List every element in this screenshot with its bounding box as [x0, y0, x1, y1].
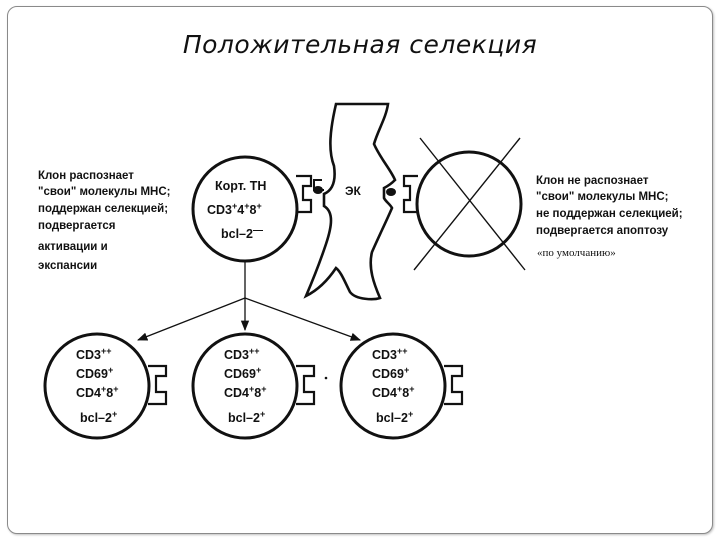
parent-cell-type: Корт. ТН: [215, 179, 266, 193]
parent-cell-membrane: [191, 155, 299, 263]
left-caption-line: подвергается: [38, 220, 115, 232]
tcr-receptor: [296, 364, 316, 406]
cross-line: [413, 137, 521, 271]
epithelial-cell: ЭК: [303, 102, 397, 301]
left-caption-line: "свои" молекулы МНС;: [38, 186, 171, 198]
marker-bcl2: bcl–2+: [228, 409, 265, 425]
left-caption-line: экспансии: [38, 260, 97, 272]
marker-bcl2: bcl–2+: [80, 409, 117, 425]
marker-cd3: CD3++: [76, 346, 112, 362]
left-caption-line: поддержан селекцией;: [38, 203, 168, 215]
right-caption-line: подвергается апоптозу: [536, 225, 669, 237]
tcr-receptor: [296, 174, 313, 214]
stray-dot: [324, 376, 328, 380]
daughter-cell: CD3++ CD69+ CD4+8+ bcl–2+: [191, 332, 316, 440]
marker-cd3: CD3++: [224, 346, 260, 362]
slide-frame: [7, 6, 713, 534]
rejected-cell-membrane: [415, 150, 523, 258]
right-caption: Клон не распознает "свои" молекулы МНС; …: [536, 175, 683, 259]
daughter-cell-membrane: [43, 332, 151, 440]
daughter-cell-membrane: [191, 332, 299, 440]
arrow-right: [244, 297, 361, 341]
marker-cd69: CD69+: [76, 365, 113, 381]
daughter-cell-membrane: [339, 332, 447, 440]
arrow-left: [137, 297, 246, 341]
default-note: «по умолчанию»: [537, 247, 616, 259]
marker-cd69: CD69+: [224, 365, 261, 381]
left-caption-line: Клон распознает: [38, 170, 134, 182]
marker-cd3: CD3++: [372, 346, 408, 362]
rejected-cell: [402, 137, 526, 271]
marker-cd69: CD69+: [372, 365, 409, 381]
parent-cell-bcl2: bcl–2—: [221, 225, 263, 241]
marker-cd4-cd8: CD4+8+: [372, 384, 415, 400]
slide-title: Положительная селекция: [182, 30, 538, 59]
right-caption-line: не поддержан селекцией;: [536, 208, 683, 220]
left-caption: Клон распознает "свои" молекулы МНС; под…: [38, 170, 171, 272]
parent-cell: Корт. ТН CD3+4+8+ bcl–2—: [191, 155, 313, 263]
right-caption-line: Клон не распознает: [536, 175, 649, 187]
peptide-dot-left: [313, 186, 323, 194]
marker-cd4-cd8: CD4+8+: [224, 384, 267, 400]
peptide-dot-right: [386, 188, 396, 196]
daughter-cell: CD3++ CD69+ CD4+8+ bcl–2+: [43, 332, 168, 440]
right-caption-line: "свои" молекулы МНС;: [536, 191, 669, 203]
ek-label: ЭК: [345, 184, 362, 198]
marker-cd4-cd8: CD4+8+: [76, 384, 119, 400]
epithelial-cell-outline: [303, 102, 397, 301]
division-arrows: [137, 262, 361, 341]
cross-line: [419, 137, 526, 271]
tcr-receptor-right: [402, 174, 418, 214]
tcr-receptor: [444, 364, 464, 406]
marker-bcl2: bcl–2+: [376, 409, 413, 425]
left-caption-line: активации и: [38, 241, 108, 253]
parent-cell-markers: CD3+4+8+: [207, 201, 262, 217]
daughter-cell: CD3++ CD69+ CD4+8+ bcl–2+: [339, 332, 464, 440]
tcr-receptor: [148, 364, 168, 406]
